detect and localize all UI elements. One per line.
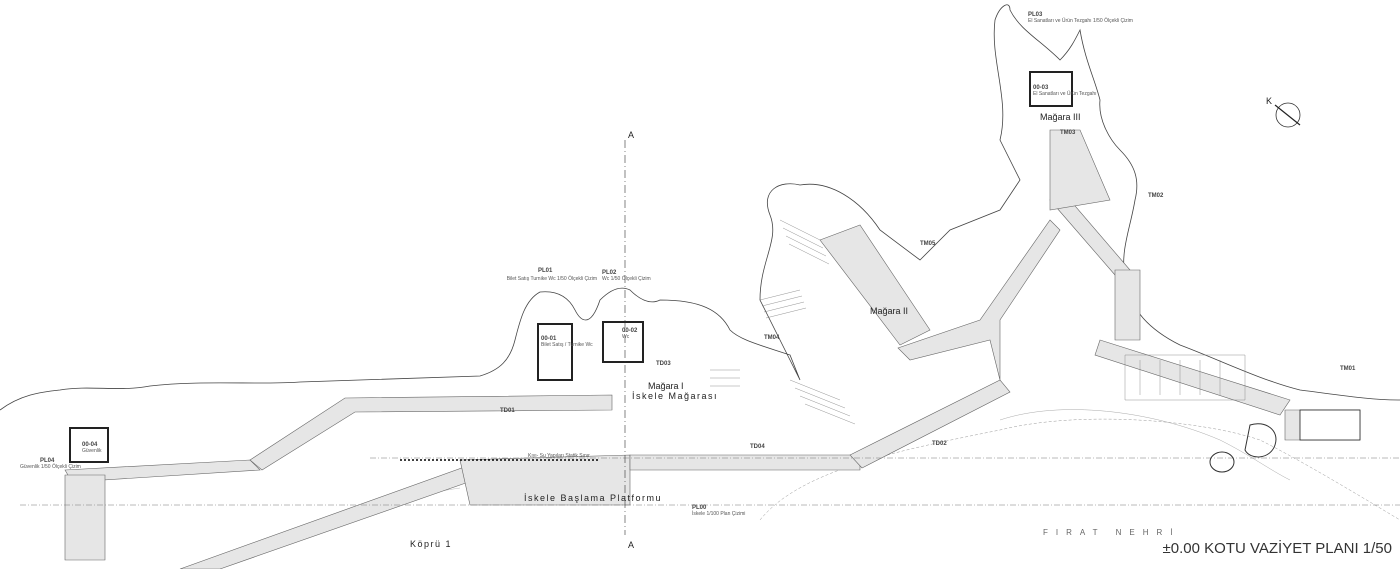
tag-label: TD04: [750, 444, 765, 450]
tag-label: TM02: [1148, 193, 1164, 199]
north-mark: K: [1266, 96, 1272, 106]
river-contour: [219, 487, 461, 569]
plan-code: PL01: [538, 268, 553, 274]
cave1-sub-label: İskele Mağarası: [632, 391, 718, 401]
room-name: El Sanatları ve Ürün Tezgahı: [1033, 90, 1097, 97]
tag-label: TM01: [1340, 366, 1356, 372]
river-contour: [999, 409, 1291, 481]
tag-label: TD01: [500, 408, 515, 414]
platform-label: İskele Başlama Platformu: [524, 493, 662, 503]
room-code: 00-04: [82, 442, 98, 448]
rock: [1209, 451, 1235, 473]
drawing-title: ±0.00 KOTU VAZİYET PLANI 1/50: [1162, 540, 1392, 557]
walkways: [64, 129, 1361, 569]
north-arrow-icon: K: [1266, 96, 1301, 128]
tag-label: TD03: [656, 361, 671, 367]
tag-label: TD02: [932, 441, 947, 447]
tag-label: TM03: [1060, 130, 1076, 136]
river-label: FIRAT NEHRİ: [1043, 528, 1180, 537]
plan-desc: Güvenlik 1/50 Ölçekli Çizim: [20, 463, 81, 470]
room-code: 00-03: [1033, 85, 1049, 91]
section-mark: A: [628, 130, 634, 140]
room-name: Güvenlik: [82, 448, 102, 454]
section-mark: A: [628, 540, 634, 550]
bridge-label: Köprü 1: [410, 539, 452, 549]
plan-desc: İskele 1/100 Plan Çizimi: [692, 510, 745, 517]
boundary-label: Kıyı- Su Yapıları Statik Sınır: [528, 453, 590, 459]
stairs: [710, 219, 1246, 425]
room-code: 00-02: [622, 328, 638, 334]
room-code: 00-01: [541, 336, 557, 342]
cave2-label: Mağara II: [870, 306, 908, 316]
shoreline-contour: [0, 4, 1400, 411]
plan-desc: Wc 1/50 Ölçekli Çizim: [602, 275, 651, 282]
cave3-label: Mağara III: [1040, 112, 1081, 122]
river-contour: [759, 418, 1400, 521]
plan-desc: Bilet Satış Turnike Wc 1/50 Ölçekli Çizi…: [507, 275, 597, 282]
plan-code: PL02: [602, 270, 617, 276]
cave1-label: Mağara I: [648, 381, 684, 391]
tag-label: TM05: [920, 241, 936, 247]
room-name: Bilet Satış / Turnike Wc: [541, 342, 593, 348]
room-name: Wc: [622, 334, 630, 340]
plan-code: PL00: [692, 505, 707, 511]
plan-code: PL03: [1028, 12, 1043, 18]
buildings: [69, 71, 1361, 463]
plan-desc: El Sanatları ve Ürün Tezgahı 1/50 Ölçekl…: [1028, 17, 1133, 24]
tag-label: TM04: [764, 335, 780, 341]
plan-code: PL04: [40, 458, 55, 464]
rock: [1244, 423, 1277, 458]
